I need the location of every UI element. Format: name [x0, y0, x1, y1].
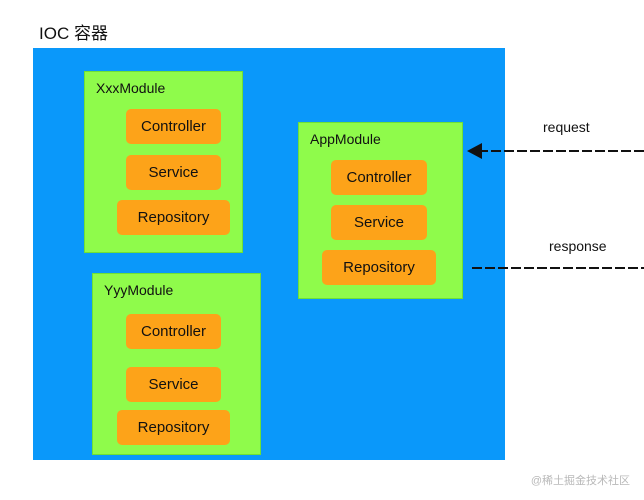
app-repository: Repository	[322, 250, 436, 285]
app-module-label: AppModule	[310, 131, 381, 147]
xxx-repository: Repository	[117, 200, 230, 235]
request-label: request	[543, 119, 590, 135]
xxx-controller: Controller	[126, 109, 221, 144]
request-arrow-head	[467, 143, 482, 159]
response-label: response	[549, 238, 607, 254]
yyy-repository: Repository	[117, 410, 230, 445]
diagram-title: IOC 容器	[39, 24, 108, 43]
app-controller: Controller	[331, 160, 427, 195]
watermark: @稀土掘金技术社区	[530, 475, 630, 487]
yyy-service: Service	[126, 367, 221, 402]
xxx-service: Service	[126, 155, 221, 190]
yyy-module-label: YyyModule	[104, 282, 174, 298]
yyy-controller: Controller	[126, 314, 221, 349]
xxx-module-label: XxxModule	[96, 80, 166, 96]
app-service: Service	[331, 205, 427, 240]
